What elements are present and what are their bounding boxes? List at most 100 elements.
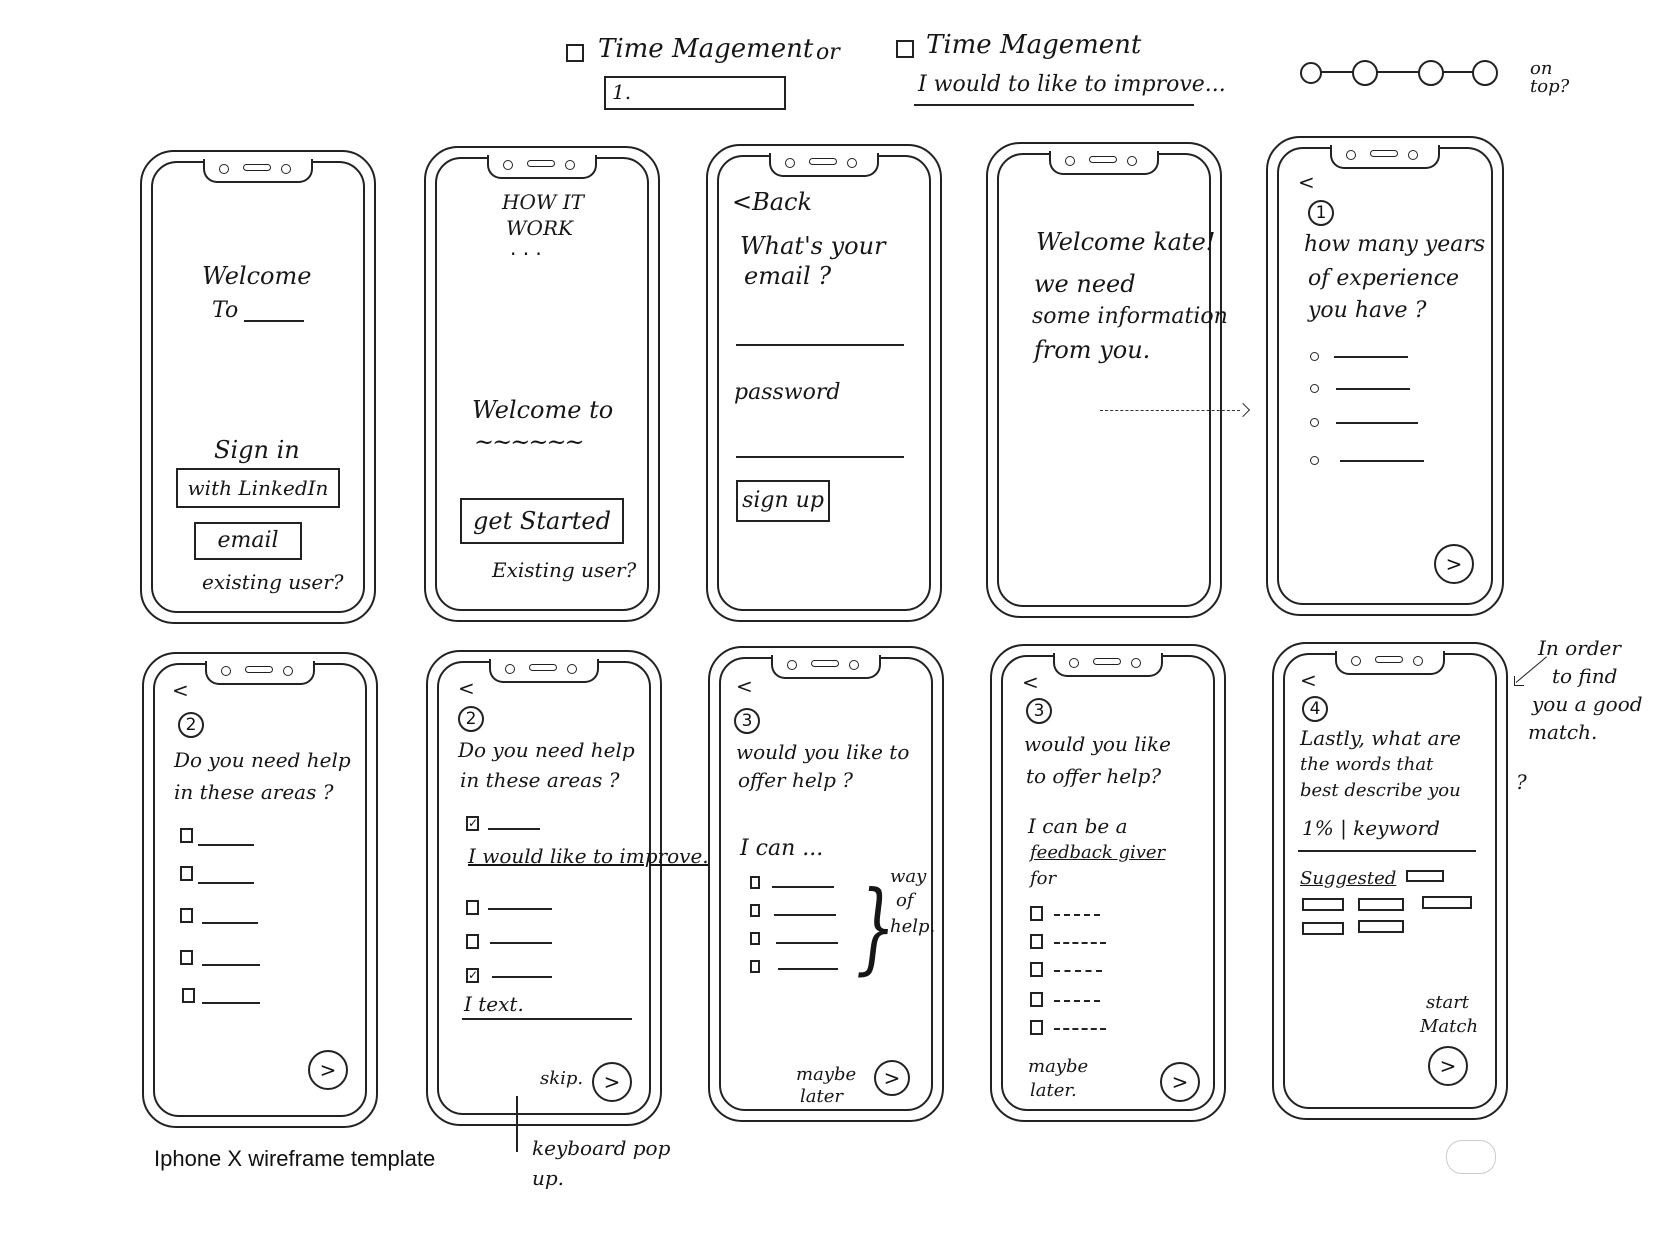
maybe-later-link[interactable]: maybe — [796, 1064, 857, 1085]
back-chevron-icon[interactable]: < — [1300, 668, 1317, 692]
checkbox[interactable] — [750, 960, 760, 973]
info-text-3: from you. — [1034, 336, 1151, 364]
question-text-2: in these areas ? — [460, 768, 620, 792]
step-number: 3 — [1026, 698, 1052, 724]
question-text: would you like to — [736, 740, 910, 764]
question-text-2: the words that — [1300, 754, 1434, 775]
next-button[interactable]: > — [874, 1060, 910, 1096]
checkbox[interactable] — [182, 988, 195, 1003]
next-button[interactable]: > — [1434, 544, 1474, 584]
keyboard-note: keyboard pop — [532, 1136, 671, 1160]
step-number: 2 — [178, 712, 204, 738]
step-number: 3 — [734, 708, 760, 734]
checkbox[interactable] — [1030, 906, 1043, 921]
email-question: What's your — [740, 232, 886, 260]
way-of-help-note: way — [890, 866, 927, 887]
back-chevron-icon[interactable]: < — [1022, 670, 1039, 694]
email-field[interactable] — [736, 344, 904, 346]
question-text: Do you need help — [458, 738, 635, 762]
checkbox[interactable] — [466, 900, 479, 915]
next-button[interactable]: > — [1160, 1062, 1200, 1102]
checkbox[interactable] — [750, 932, 760, 945]
checkbox[interactable] — [1030, 934, 1043, 949]
checkbox[interactable] — [750, 876, 760, 889]
to-text: To — [212, 298, 239, 323]
start-match-label: start — [1426, 992, 1470, 1013]
phone-q3-offer-help: < 3 would you like to offer help ? I can… — [708, 646, 944, 1122]
checkbox[interactable] — [1030, 992, 1043, 1007]
password-field[interactable] — [736, 456, 904, 458]
checkbox[interactable] — [180, 866, 193, 881]
phone-q2-need-help-filled: < 2 Do you need help in these areas ? ✓ … — [426, 650, 721, 1126]
existing-user-link[interactable]: existing user? — [202, 570, 344, 594]
back-chevron-icon[interactable]: < — [736, 674, 753, 698]
checkbox-checked[interactable]: ✓ — [466, 816, 479, 831]
checkbox[interactable] — [180, 828, 193, 843]
next-button[interactable]: > — [308, 1050, 348, 1090]
back-chevron-icon[interactable]: < — [458, 676, 475, 700]
checkbox[interactable] — [466, 934, 479, 949]
keyword-input[interactable]: 1% | keyword — [1302, 816, 1440, 840]
flow-arrow-icon — [1100, 402, 1251, 418]
keyword-chip[interactable] — [1302, 922, 1344, 935]
keyword-chip[interactable] — [1358, 920, 1404, 933]
maybe-later-link-2[interactable]: later — [800, 1086, 843, 1107]
way-of-help-note-3: help. — [890, 916, 936, 937]
next-button[interactable]: > — [592, 1062, 632, 1102]
welcome-kate-text: Welcome kate! — [1036, 228, 1216, 256]
start-match-button[interactable]: > — [1428, 1046, 1468, 1086]
maybe-later-link-2[interactable]: later. — [1030, 1080, 1077, 1101]
checkbox[interactable] — [750, 904, 760, 917]
question-text-2: to offer help? — [1026, 764, 1162, 788]
improve-note: I would to like to improve... — [918, 72, 1226, 97]
improve-input[interactable]: I would like to improve... — [468, 844, 722, 868]
question-text-2: of experience — [1308, 266, 1459, 291]
skip-link[interactable]: skip. — [540, 1068, 584, 1089]
underline — [914, 104, 1194, 106]
side-note-2: to find — [1552, 664, 1618, 688]
ellipsis: · · · — [510, 242, 542, 266]
question-mark: ? — [1516, 770, 1527, 794]
checkbox[interactable] — [1030, 1020, 1043, 1035]
email-question-2: email ? — [744, 262, 832, 290]
back-chevron-icon[interactable]: < — [1298, 170, 1315, 194]
keyboard-arrow-icon — [516, 1096, 518, 1152]
question-text-3: best describe you — [1300, 780, 1461, 801]
feedback-text-3: for — [1030, 868, 1057, 889]
checkbox[interactable] — [1030, 962, 1043, 977]
option-a-label: Time Magement — [598, 34, 814, 64]
existing-user-link[interactable]: Existing user? — [492, 558, 637, 582]
info-text-2: some information — [1032, 304, 1228, 329]
back-chevron-icon[interactable]: < — [172, 678, 189, 702]
radio-option[interactable] — [1310, 418, 1319, 427]
phone-sign-up: <Back What's your email ? password sign … — [706, 144, 942, 622]
step-number: 1 — [1308, 200, 1334, 226]
keyword-chip[interactable] — [1406, 870, 1444, 882]
keyword-chip[interactable] — [1358, 898, 1404, 911]
question-text-3: you have ? — [1308, 298, 1427, 323]
keyword-chip[interactable] — [1302, 898, 1344, 911]
maybe-later-link[interactable]: maybe — [1028, 1056, 1089, 1077]
checkbox-icon — [896, 40, 914, 58]
side-note-3: you a good — [1532, 692, 1643, 716]
password-label: password — [734, 380, 841, 405]
radio-option[interactable] — [1310, 384, 1319, 393]
sign-in-label: Sign in — [214, 436, 300, 464]
brace: } — [856, 868, 896, 986]
sign-up-button[interactable]: sign up — [736, 480, 830, 522]
linkedin-button[interactable]: with LinkedIn — [176, 468, 340, 508]
keyword-chip[interactable] — [1422, 896, 1472, 909]
checkbox-checked[interactable]: ✓ — [466, 968, 479, 983]
checkbox[interactable] — [180, 950, 193, 965]
radio-option[interactable] — [1310, 456, 1319, 465]
text-input-sketch: 1. — [604, 76, 786, 110]
question-text: Do you need help — [174, 748, 351, 772]
get-started-button[interactable]: get Started — [460, 498, 624, 544]
back-link[interactable]: <Back — [732, 188, 813, 216]
start-match-label-2: Match — [1420, 1016, 1479, 1037]
text-input[interactable]: I text. — [464, 992, 524, 1016]
radio-option[interactable] — [1310, 352, 1319, 361]
arrow-icon — [1514, 656, 1550, 698]
email-button[interactable]: email — [194, 522, 302, 560]
checkbox[interactable] — [180, 908, 193, 923]
